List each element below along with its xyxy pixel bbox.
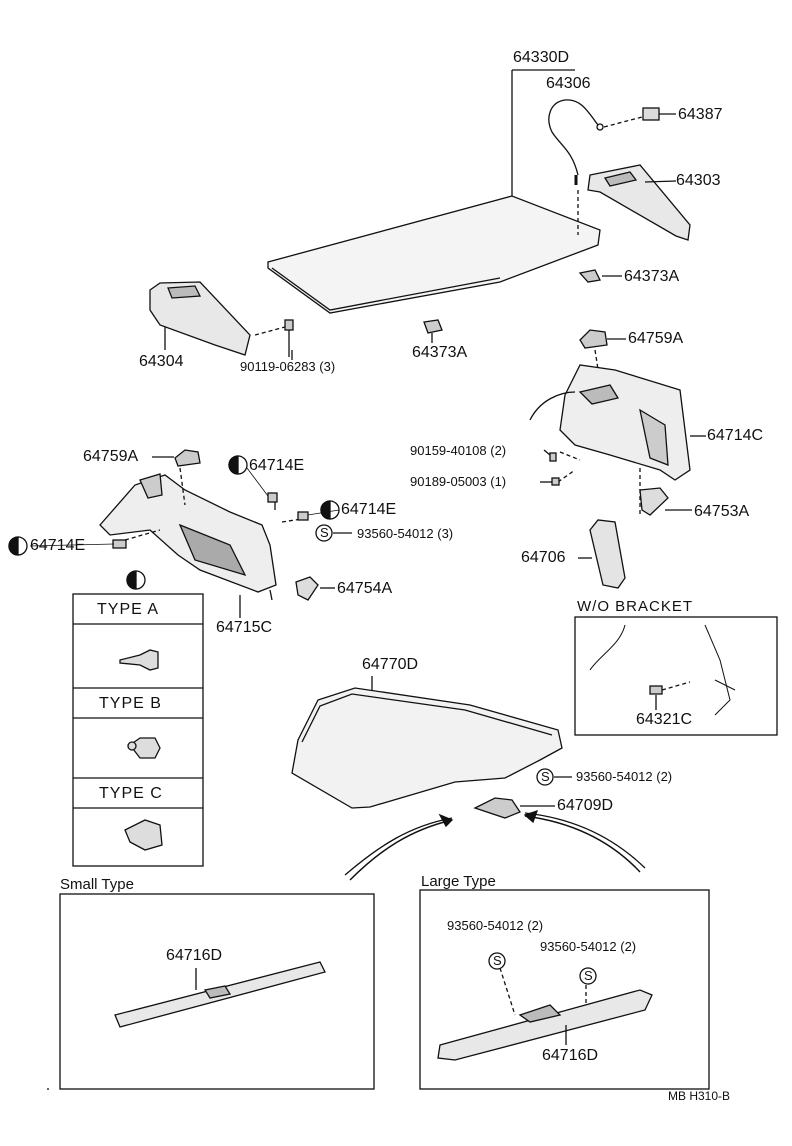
label-64716d-small: 64716D [166, 947, 223, 964]
wo-bracket-box [574, 616, 778, 736]
label-93560-54012-l2: 93560-54012 (2) [540, 939, 637, 954]
label-64714e-2: 64714E [341, 501, 397, 518]
clip-64373a-center [423, 319, 443, 334]
clip-64754a [295, 576, 319, 601]
trunk-mat-64770d [291, 676, 563, 809]
type-a-label: TYPE A [97, 601, 160, 618]
label-64706: 64706 [521, 549, 566, 566]
label-64304: 64304 [139, 353, 184, 370]
label-64714c: 64714C [707, 427, 764, 444]
type-b-label: TYPE B [99, 695, 162, 712]
bolt-90159 [549, 452, 557, 462]
label-90119-06283: 90119-06283 (3) [240, 359, 336, 374]
label-93560-54012-3: 93560-54012 (3) [357, 526, 454, 541]
label-64373a-center: 64373A [412, 344, 468, 361]
label-64759a-left: 64759A [83, 448, 139, 465]
fastener-64714e-a [267, 492, 278, 503]
label-64753a: 64753A [694, 503, 750, 520]
side-trim-64714c [529, 364, 706, 515]
cap-64759a-left [174, 449, 201, 467]
label-64714e-1: 64714E [249, 457, 305, 474]
label-64754a: 64754A [337, 580, 393, 597]
type-legend [72, 593, 204, 867]
side-trim-64715c [99, 467, 309, 618]
package-tray-panel [267, 69, 601, 314]
label-64321c: 64321C [636, 711, 693, 728]
fastener-64714e-b [297, 511, 309, 521]
label-64714e-3: 64714E [30, 537, 86, 554]
label-64387: 64387 [678, 106, 723, 123]
half-circle-symbols [8, 455, 340, 590]
small-type-title: Small Type [60, 876, 134, 893]
bracket-64303 [587, 164, 691, 241]
arrow-left [349, 819, 453, 881]
label-64330d: 64330D [513, 49, 570, 66]
s-symbol-2 [536, 768, 554, 786]
s-letter-1: S [320, 525, 329, 540]
label-64303: 64303 [676, 172, 721, 189]
label-64373a-right: 64373A [624, 268, 680, 285]
label-90189-05003: 90189-05003 (1) [410, 474, 507, 489]
clip-64387 [642, 107, 676, 121]
type-c-label: TYPE C [99, 785, 163, 802]
label-90159-40108: 90159-40108 (2) [410, 443, 507, 458]
nut-90189 [551, 477, 560, 486]
label-64715c: 64715C [216, 619, 273, 636]
large-type-title: Large Type [421, 873, 496, 890]
s-letter-3: S [493, 953, 502, 968]
s-letter-2: S [541, 769, 550, 784]
clip-64753a [639, 487, 669, 516]
arrow-right [524, 815, 641, 873]
label-93560-54012-l1: 93560-54012 (2) [447, 918, 544, 933]
s-letter-4: S [584, 968, 593, 983]
large-type-box [419, 889, 710, 1090]
s-symbol-4 [579, 967, 597, 985]
small-type-box [59, 893, 375, 1090]
s-symbol-1 [315, 524, 333, 542]
label-93560-54012-2: 93560-54012 (2) [576, 769, 673, 784]
clip-64709d [473, 797, 521, 819]
clip-64373a-right [578, 269, 601, 283]
s-symbol-3 [488, 952, 506, 970]
cap-64759a-right [579, 329, 608, 349]
label-64716d-large: 64716D [542, 1047, 599, 1064]
label-64759a-right: 64759A [628, 330, 684, 347]
diagram-code: MB H310-B [668, 1089, 731, 1103]
cover-64706 [578, 519, 626, 589]
label-64709d: 64709D [557, 797, 614, 814]
label-64306: 64306 [546, 75, 591, 92]
label-64770d: 64770D [362, 656, 419, 673]
wo-bracket-title: W/O BRACKET [577, 598, 694, 615]
cable-64306 [548, 99, 643, 235]
bracket-64304 [149, 281, 294, 357]
fastener-64714e-c [112, 539, 127, 549]
